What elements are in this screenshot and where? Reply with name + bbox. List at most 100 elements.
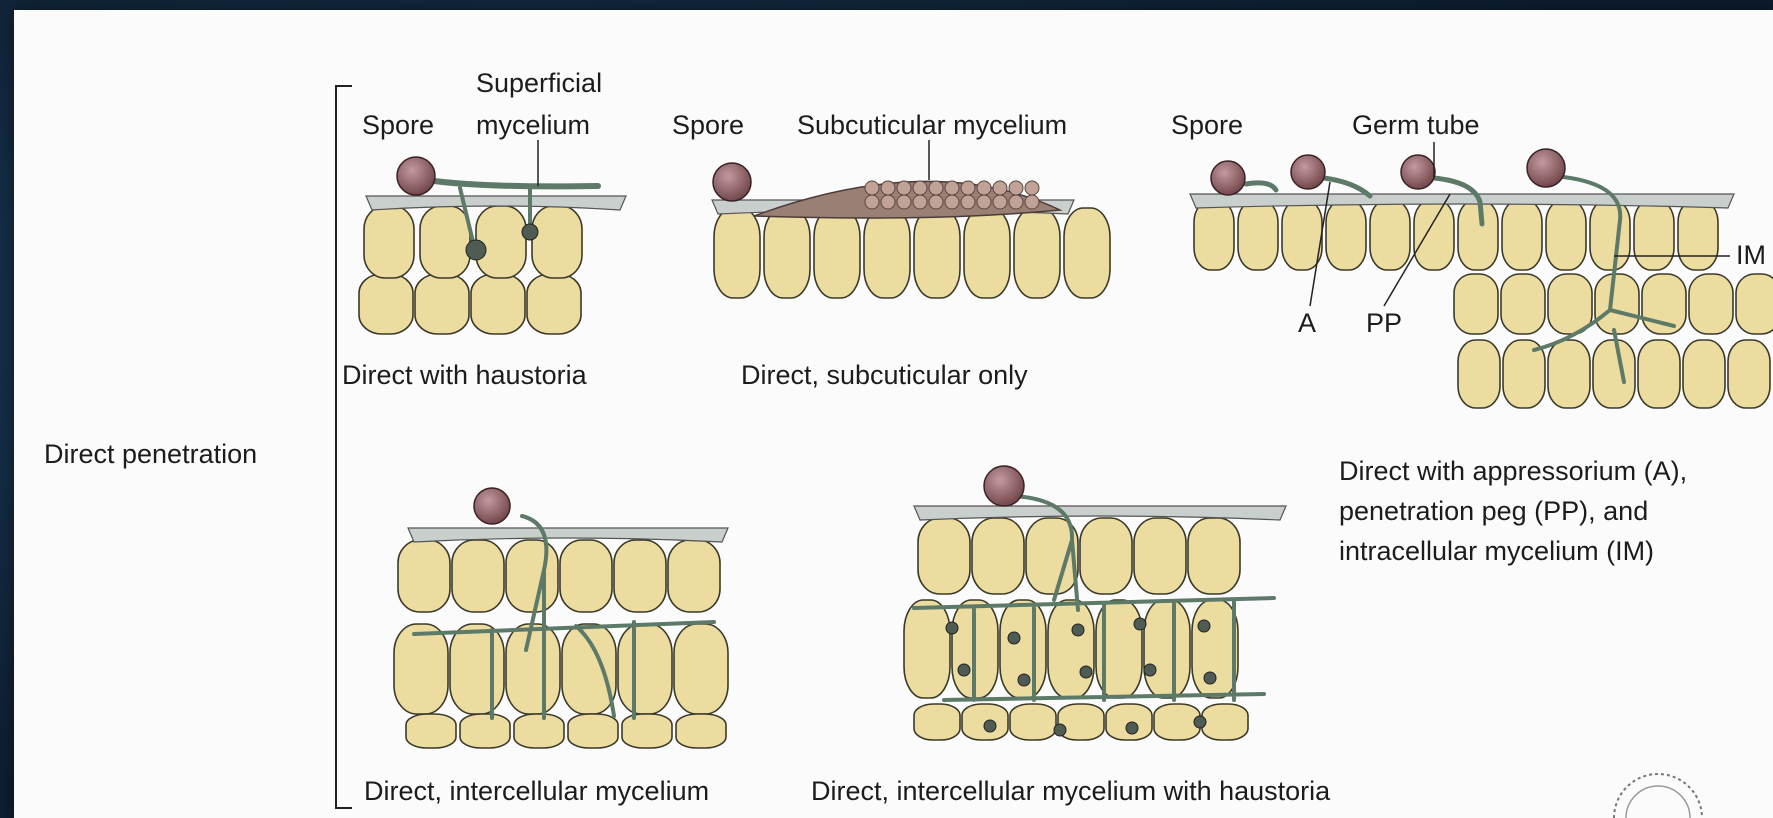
plant-cell [1458, 200, 1498, 270]
side-label: Direct penetration [44, 439, 257, 469]
plant-cell [527, 274, 581, 334]
plant-cell [1192, 600, 1238, 698]
plant-cell [1202, 704, 1248, 740]
haustorium [466, 240, 486, 260]
plant-cell [1736, 274, 1773, 334]
hypha [1246, 183, 1276, 190]
plant-cell [1595, 274, 1639, 334]
plant-cell [1282, 200, 1322, 270]
hyphal-cell [897, 181, 911, 195]
plant-cell [506, 540, 558, 612]
plant-cell [1501, 274, 1545, 334]
panel-intercellular [394, 488, 728, 748]
panel-intercellular-haustoria [904, 466, 1286, 740]
plant-cell [1728, 340, 1770, 408]
cuticle [408, 528, 728, 542]
spore [1527, 149, 1565, 187]
plant-cell [1154, 704, 1200, 740]
hyphal-cell [977, 181, 991, 195]
label-superficial-1: Superficial [476, 68, 602, 98]
hyphal-cell [993, 195, 1007, 209]
seal-logo [1614, 774, 1702, 818]
haustorium [1080, 666, 1092, 678]
plant-cell [1678, 200, 1718, 270]
hyphal-cell [865, 181, 879, 195]
plant-cell [1634, 200, 1674, 270]
spore [474, 488, 510, 524]
caption-direct-haustoria: Direct with haustoria [342, 360, 588, 390]
plant-cell [1238, 200, 1278, 270]
label-spore-2: Spore [672, 110, 744, 140]
haustorium [946, 622, 958, 634]
plant-cell [364, 206, 414, 278]
plant-cell [568, 714, 618, 748]
plant-cell [1058, 704, 1104, 740]
hyphal-cell [865, 195, 879, 209]
plant-cell [618, 624, 672, 714]
plant-cell [460, 714, 510, 748]
plant-cell [1014, 208, 1060, 298]
penetration-diagram: Direct penetration Spore Superficial myc… [14, 10, 1773, 818]
plant-cell [914, 208, 960, 298]
plant-cell [964, 208, 1010, 298]
plant-cell [1048, 600, 1094, 698]
hypha [1324, 178, 1370, 196]
plant-cell [532, 206, 582, 278]
plant-cell [398, 540, 450, 612]
haustorium [1198, 620, 1210, 632]
plant-cell [471, 274, 525, 334]
plant-cell [1548, 340, 1590, 408]
plant-cell [614, 540, 666, 612]
caption-appressorium-2: penetration peg (PP), and [1339, 496, 1648, 526]
plant-cell [1144, 600, 1190, 698]
haustorium [1018, 674, 1030, 686]
haustorium [1144, 664, 1156, 676]
haustorium [1126, 722, 1138, 734]
haustorium [1008, 632, 1020, 644]
hyphal-cell [1025, 181, 1039, 195]
haustorium [1204, 672, 1216, 684]
plant-cell [622, 714, 672, 748]
plant-cell [1689, 274, 1733, 334]
plant-cell [1134, 518, 1186, 594]
spore [1401, 155, 1435, 189]
caption-appressorium-3: intracellular mycelium (IM) [1339, 536, 1654, 566]
hyphal-cell [961, 195, 975, 209]
plant-cell [406, 714, 456, 748]
label-spore-1: Spore [362, 110, 434, 140]
hyphal-cell [913, 181, 927, 195]
plant-cell [506, 624, 560, 714]
plant-cell [450, 624, 504, 714]
hyphal-cell [945, 195, 959, 209]
hyphal-cell [993, 181, 1007, 195]
plant-cell [1548, 274, 1592, 334]
plant-cell [918, 518, 970, 594]
caption-appressorium-1: Direct with appressorium (A), [1339, 456, 1687, 486]
plant-cell [674, 624, 728, 714]
plant-cell [560, 540, 612, 612]
plant-cell [714, 208, 760, 298]
plant-cell [1194, 200, 1234, 270]
figure-panel: Direct penetration Spore Superficial myc… [14, 10, 1773, 818]
plant-cell [1593, 340, 1635, 408]
haustorium [522, 224, 538, 240]
plant-cell [1106, 704, 1152, 740]
panel-appressorium [1190, 149, 1773, 408]
plant-cell [452, 540, 504, 612]
plant-cell [1590, 200, 1630, 270]
hyphal-cell [945, 181, 959, 195]
hyphal-cell [1009, 181, 1023, 195]
plant-cell [394, 624, 448, 714]
plant-cell [1683, 340, 1725, 408]
spore [1211, 161, 1245, 195]
panel-direct-haustoria [359, 157, 626, 334]
plant-cell [864, 208, 910, 298]
label-subcuticular-mycelium: Subcuticular mycelium [797, 110, 1067, 140]
caption-intercellular: Direct, intercellular mycelium [364, 776, 709, 806]
bracket [336, 86, 352, 808]
plant-cell [764, 208, 810, 298]
plant-cell [1080, 518, 1132, 594]
haustorium [984, 720, 996, 732]
plant-cell [415, 274, 469, 334]
